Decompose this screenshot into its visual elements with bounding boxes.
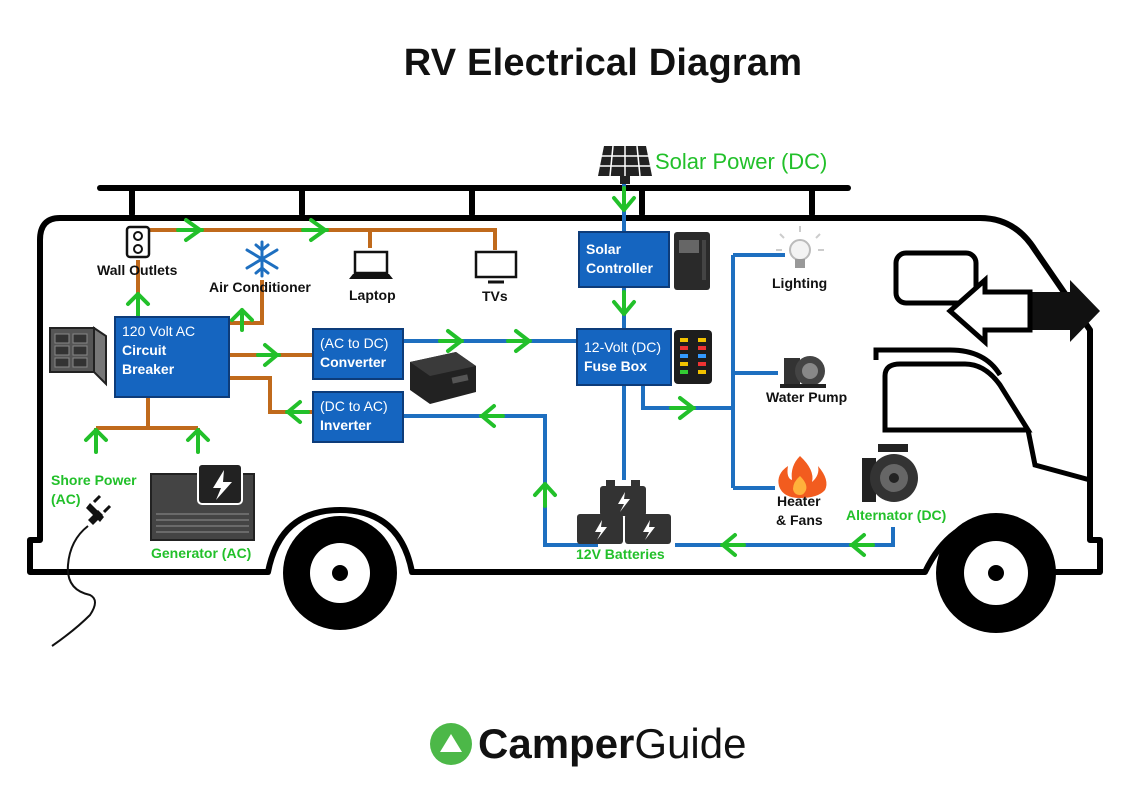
solar-controller-box: Solar Controller [578,231,670,288]
laptop-label: Laptop [349,287,396,303]
battery-icon [577,480,671,544]
solar-power-label: Solar Power (DC) [655,149,828,174]
water-pump-icon [780,356,826,388]
brand-word-guide: Guide [634,720,747,767]
roof-rack [97,185,851,217]
outlet-icon [125,225,151,259]
dc-wiring [404,182,895,547]
arrow-to-loads [669,396,696,420]
solar-controller-line1: Solar [586,241,622,257]
converter-box: (AC to DC) Converter [312,328,404,380]
arrow-conv-fuse-2 [506,329,532,353]
arrow-alt-batt-1 [849,533,875,557]
generator-icon [150,463,255,541]
alternator-label: Alternator (DC) [846,507,947,523]
arrow-up-ac [230,308,254,332]
arrow-to-outlets-1 [176,218,204,242]
wall-outlets-label: Wall Outlets [97,262,178,278]
air-conditioner-label: Air Conditioner [209,279,311,295]
converter-line1: (AC to DC) [320,335,389,351]
plug-icon [51,494,112,647]
arrow-up-battery-line [533,482,557,508]
page-title: RV Electrical Diagram [403,42,803,84]
side-mirror [893,250,979,306]
arrow-shore-up [84,428,108,454]
tvs-label: TVs [482,288,508,304]
arrow-controller-fuse [612,290,636,316]
inverter-line2: Inverter [320,417,372,433]
solar-controller-device-icon [674,232,710,290]
cab-roof-line [873,347,1003,377]
mirror-arrow-icon [946,274,1100,348]
front-wheel [936,513,1056,633]
heater-label-line1: Heater [777,493,821,509]
lighting-label: Lighting [772,275,828,291]
alternator-icon [862,444,918,502]
fuse-block-icon [674,330,712,384]
generator-label: Generator (AC) [151,545,252,561]
shore-power-label-line2: (AC) [51,491,81,507]
water-pump-label: Water Pump [766,389,848,405]
cab-door-line [1025,429,1091,483]
breaker-panel-icon [49,326,107,387]
circuit-breaker-line3: Breaker [122,361,175,377]
laptop-icon [349,250,393,279]
brand-word-camper: Camper [478,720,635,767]
rv-body [27,215,1103,575]
inverter-line1: (DC to AC) [320,398,388,414]
inverter-box: (DC to AC) Inverter [312,391,404,443]
arrow-solar-down [612,186,636,212]
flame-icon [778,456,827,498]
shore-power-label-line1: Shore Power [51,472,137,488]
fuse-box-line2: Fuse Box [584,358,648,374]
arrow-conv-fuse-1 [438,329,464,353]
converter-line2: Converter [320,354,387,370]
circuit-breaker-line2: Circuit [122,342,167,358]
solar-panel-icon [598,145,652,184]
brand-triangle-icon [430,723,472,765]
arrow-alt-batt-2 [720,533,746,557]
arrow-to-converter [256,343,281,367]
snowflake-icon [245,240,279,278]
fuse-box: 12-Volt (DC) Fuse Box [576,328,672,386]
arrow-up-outlets [126,292,150,320]
rear-wheel [283,516,397,630]
arrow-to-outlets-2 [301,218,329,242]
solar-controller-line2: Controller [586,260,653,276]
arrow-from-inverter [285,400,310,424]
arrow-gen-up [186,428,210,454]
fuse-box-line1: 12-Volt (DC) [584,339,662,355]
heater-label-line2: & Fans [776,512,823,528]
batteries-label: 12V Batteries [576,546,665,562]
cab-window [882,361,1033,433]
flow-arrows [84,186,875,557]
arrow-to-inverter [479,404,505,428]
bulb-icon [776,226,824,268]
converter-device-icon [410,352,476,404]
circuit-breaker-box: 120 Volt AC Circuit Breaker [114,316,230,398]
circuit-breaker-line1: 120 Volt AC [122,323,196,339]
tv-icon [474,250,518,284]
